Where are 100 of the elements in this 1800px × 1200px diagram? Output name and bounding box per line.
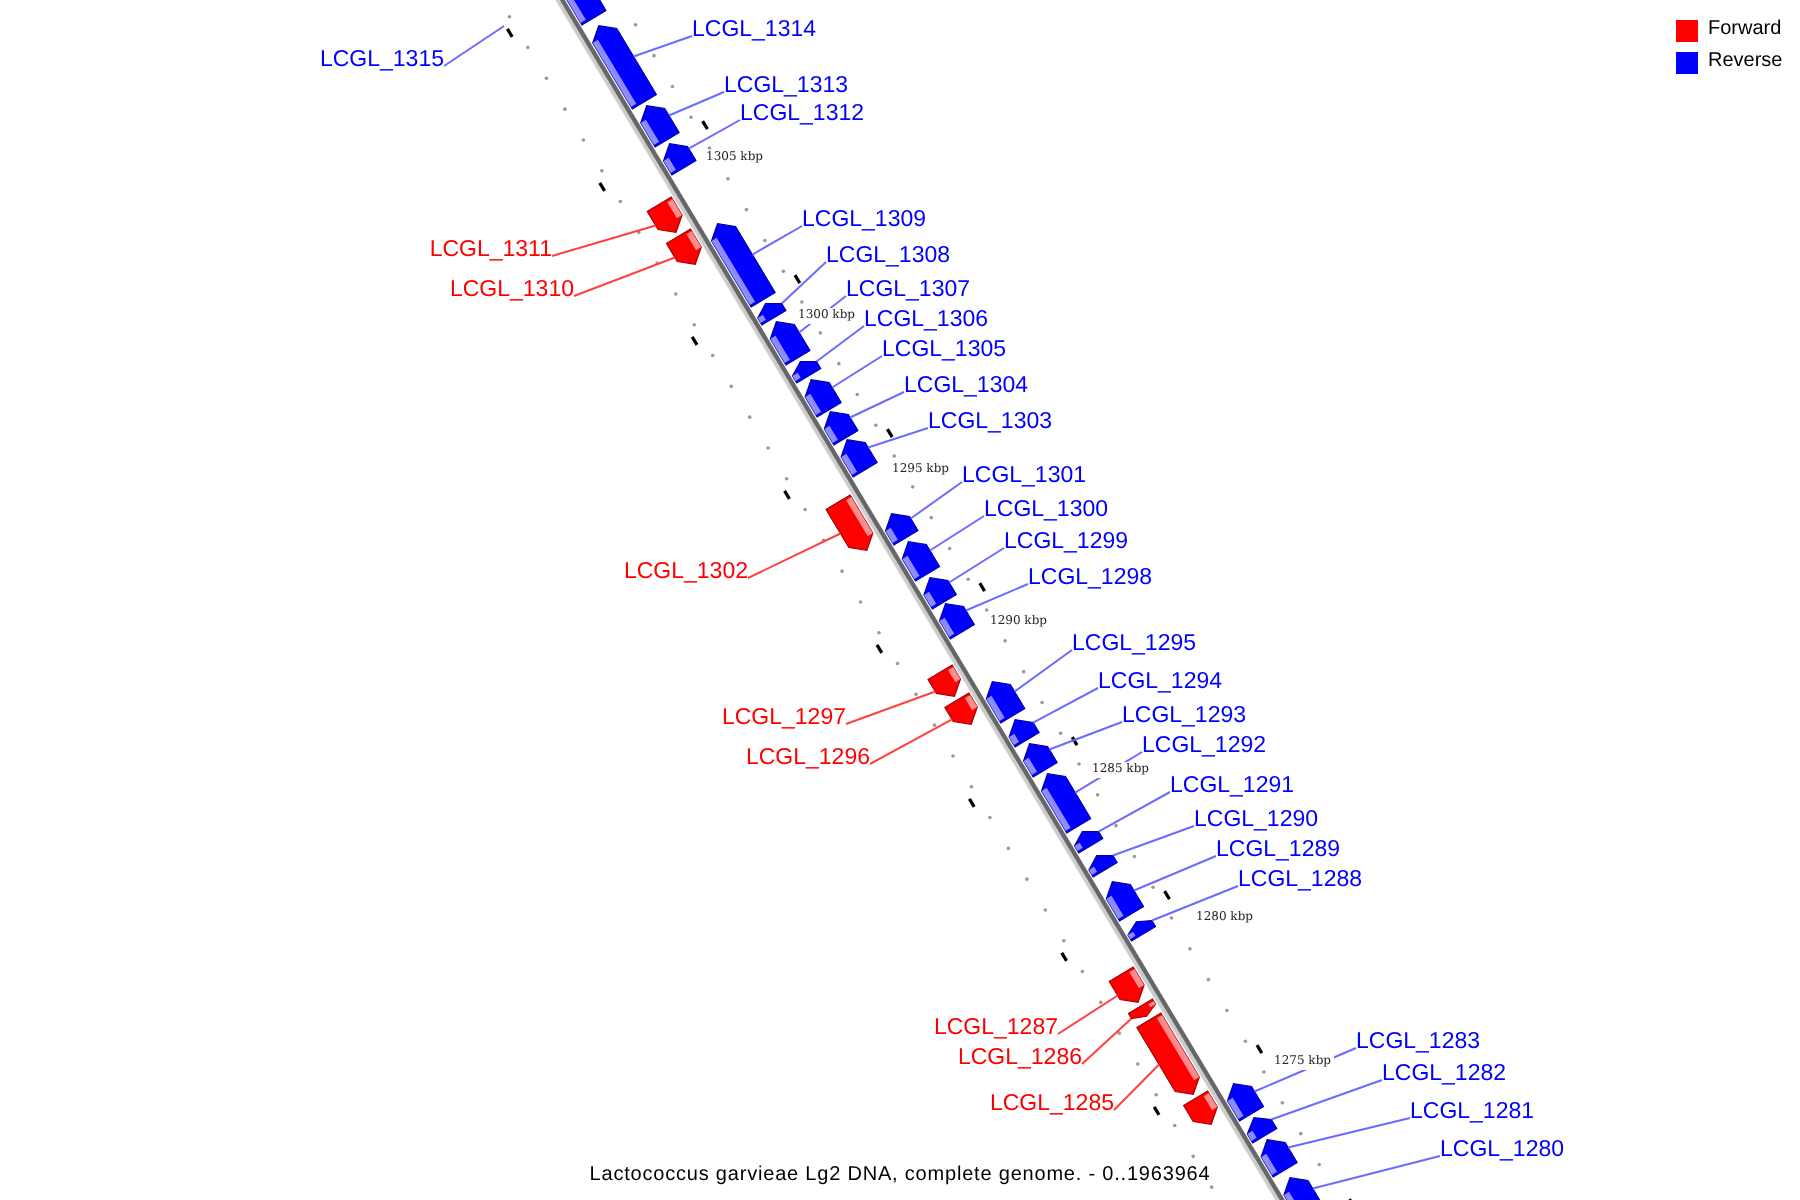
- gene-label: LCGL_1312: [740, 100, 865, 128]
- gene-block: [1283, 1177, 1325, 1200]
- gene-label: LCGL_1280: [1440, 1136, 1565, 1164]
- leader-line: [747, 532, 842, 579]
- gene-label: LCGL_1314: [692, 16, 817, 44]
- leader-line: [845, 690, 937, 725]
- gene-block: [804, 379, 842, 418]
- gene-block: [757, 302, 787, 326]
- leader-line: [1097, 791, 1171, 833]
- leader-line: [948, 547, 1005, 584]
- gene-label: LCGL_1282: [1382, 1060, 1507, 1088]
- gene-label: LCGL_1292: [1142, 732, 1267, 760]
- gene-label: LCGL_1295: [1072, 630, 1197, 658]
- leader-line: [831, 355, 883, 389]
- leader-line: [1057, 994, 1119, 1035]
- gene-label: LCGL_1299: [1004, 528, 1129, 556]
- gene-label: LCGL_1309: [802, 206, 927, 234]
- gene-block: [640, 105, 680, 148]
- gene-block: [938, 603, 976, 640]
- leader-line: [573, 256, 676, 297]
- caption: Lactococcus garvieae Lg2 DNA, complete genome. - 0..1963964: [589, 1164, 1211, 1186]
- gene-block: [901, 541, 941, 582]
- gene-block: [1073, 830, 1104, 854]
- gene-label: LCGL_1304: [904, 372, 1029, 400]
- gene-block: [710, 223, 776, 308]
- gene-block: [1260, 1139, 1298, 1178]
- legend-label: Reverse: [1708, 50, 1783, 74]
- leader-line: [1111, 825, 1195, 857]
- leader-line: [815, 325, 865, 363]
- leader-line: [964, 583, 1029, 612]
- gene-label: LCGL_1308: [826, 242, 951, 270]
- gene-block: [1088, 854, 1118, 878]
- gene-label: LCGL_1293: [1122, 702, 1247, 730]
- gene-label: LCGL_1285: [989, 1090, 1114, 1118]
- gene-block: [840, 439, 878, 478]
- leader-line: [551, 224, 657, 257]
- gene-label: LCGL_1311: [429, 236, 552, 264]
- leader-line: [443, 25, 505, 67]
- leader-line: [687, 119, 741, 150]
- gene-block: [884, 513, 919, 546]
- gene-block: [1127, 919, 1157, 942]
- leader-line: [867, 427, 929, 449]
- gene-block: [1136, 1012, 1200, 1095]
- gene-block: [769, 321, 811, 366]
- gene-block: [1022, 743, 1058, 778]
- gene-block: [1008, 719, 1040, 748]
- gene-label: LCGL_1300: [984, 496, 1109, 524]
- gene-label: LCGL_1307: [846, 276, 971, 304]
- gene-label: LCGL_1303: [928, 408, 1053, 436]
- gene-block: [944, 692, 978, 725]
- gene-label: LCGL_1298: [1028, 564, 1153, 592]
- gene-label: LCGL_1310: [449, 276, 574, 304]
- gene-label: LCGL_1288: [1238, 866, 1363, 894]
- leader-line: [1048, 721, 1123, 751]
- gene-label: LCGL_1287: [933, 1014, 1058, 1042]
- gene-label: LCGL_1297: [721, 704, 846, 732]
- leader-line: [849, 391, 905, 419]
- gene-block: [1226, 1083, 1265, 1122]
- gene-block: [791, 360, 822, 384]
- leader-line: [909, 481, 963, 520]
- gene-label: LCGL_1283: [1356, 1028, 1481, 1056]
- gene-block: [923, 577, 958, 610]
- gene-block: [665, 228, 702, 265]
- gene-label: LCGL_1291: [1170, 772, 1295, 800]
- gene-block: [1246, 1117, 1278, 1144]
- leader-line: [1287, 1117, 1411, 1149]
- gene-label: LCGL_1289: [1216, 836, 1341, 864]
- gene-block: [1040, 773, 1092, 834]
- gene-block: [1105, 881, 1145, 922]
- gene-block: [825, 494, 874, 551]
- gene-block: [823, 411, 859, 446]
- leader-line: [928, 515, 985, 552]
- leader-line: [1013, 649, 1073, 693]
- leader-line: [1150, 885, 1239, 922]
- leader-line: [1113, 1063, 1161, 1111]
- leader-line: [780, 261, 827, 305]
- gene-label: LCGL_1305: [882, 336, 1007, 364]
- gene-block: [662, 143, 697, 176]
- gene-block: [592, 25, 658, 110]
- gene-block: [1108, 966, 1145, 1003]
- gene-label: LCGL_1296: [745, 744, 870, 772]
- gene-label: LCGL_1313: [724, 72, 849, 100]
- gene-label: LCGL_1301: [962, 462, 1087, 490]
- leader-line: [1081, 1017, 1133, 1065]
- gene-block: [985, 681, 1026, 724]
- gene-block: [646, 196, 683, 233]
- gene-label: LCGL_1306: [864, 306, 989, 334]
- gene-block: [927, 664, 962, 697]
- leader-line: [667, 91, 725, 117]
- leader-line: [1032, 687, 1099, 724]
- gene-block: [1182, 1090, 1218, 1125]
- leader-line: [869, 718, 954, 765]
- gene-block: [1127, 998, 1157, 1020]
- gene-label: LCGL_1294: [1098, 668, 1223, 696]
- leader-line: [632, 35, 693, 58]
- gene-label: LCGL_1315: [319, 46, 444, 74]
- gene-label: LCGL_1302: [623, 558, 748, 586]
- leader-line: [1270, 1079, 1383, 1121]
- gene-label: LCGL_1281: [1410, 1098, 1535, 1126]
- leader-line: [1132, 855, 1217, 892]
